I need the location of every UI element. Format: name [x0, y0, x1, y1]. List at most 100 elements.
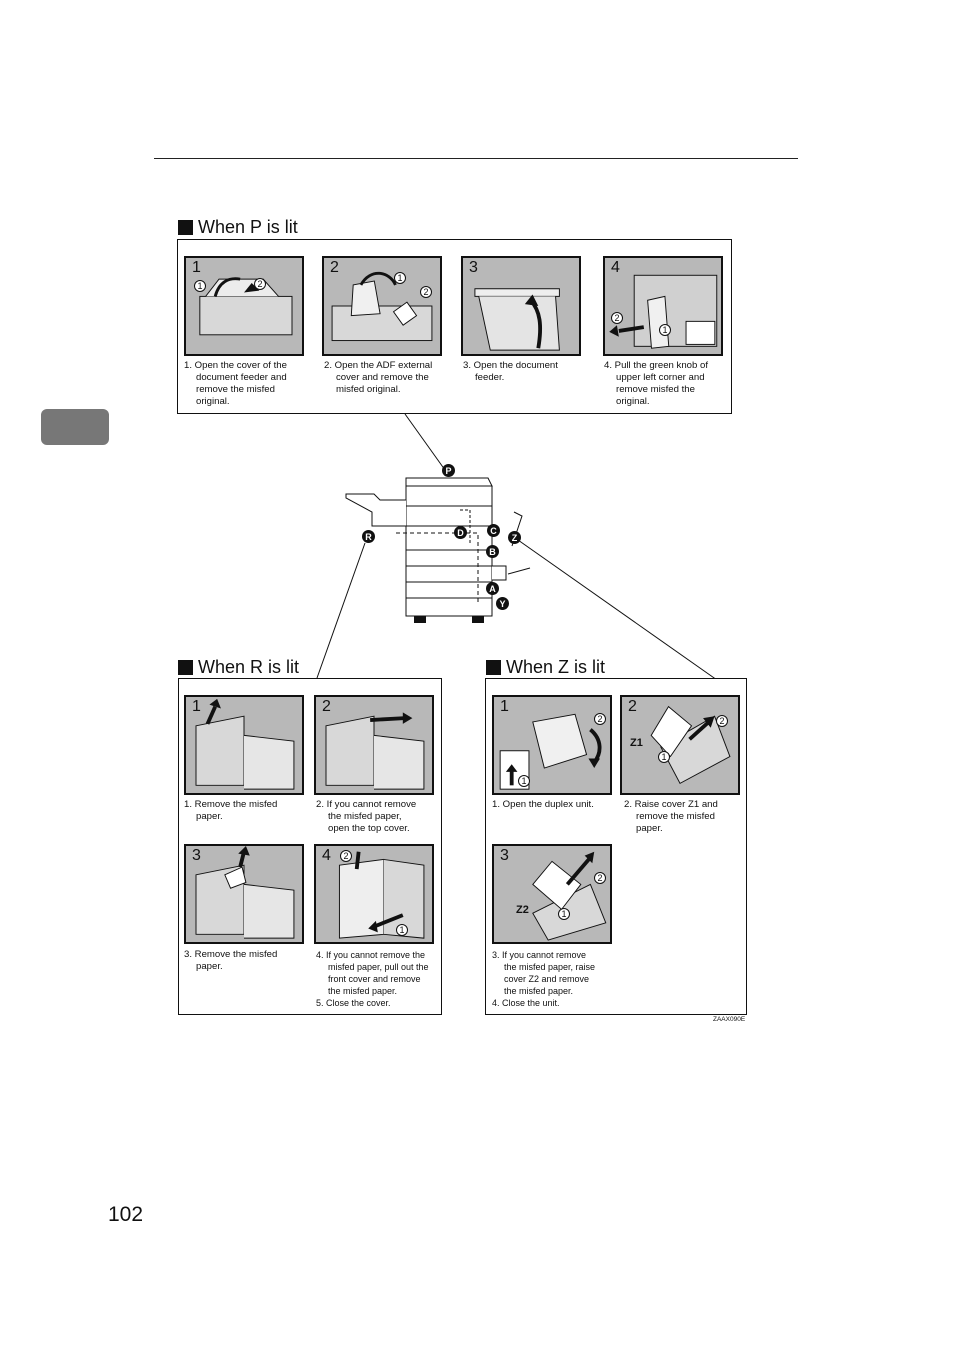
p-step-3-number: 3	[469, 259, 478, 276]
r-step-1-number: 1	[192, 698, 201, 715]
z-step-1-number: 1	[500, 698, 509, 715]
caption-line: the misfed paper.	[328, 986, 398, 996]
circled-1-icon: 1	[394, 272, 406, 284]
p-step-1-illustration: 1 1 2	[184, 256, 304, 356]
p-step-3-illustration: 3	[461, 256, 581, 356]
caption-line: 2. Raise cover Z1 and	[624, 799, 718, 810]
finisher-remove-paper-icon	[195, 846, 295, 939]
caption-line: cover Z2 and remove	[504, 974, 590, 984]
z-step-3-illustration: 3 Z2 2 1	[492, 844, 612, 944]
circled-1-icon: 1	[518, 775, 530, 787]
cover-z1-icon	[650, 705, 731, 785]
p-step-2-number: 2	[330, 259, 339, 276]
circled-2-icon: 2	[611, 312, 623, 324]
label-a-icon: A	[486, 582, 499, 595]
p-step-4-caption: 4. Pull the green knob of upper left cor…	[604, 360, 708, 408]
z-step-1-caption: 1. Open the duplex unit.	[492, 799, 594, 811]
r-step-3-caption: 3. Remove the misfed paper.	[184, 949, 277, 973]
caption-line: the misfed paper, raise	[504, 962, 596, 972]
heading-square-icon	[178, 220, 193, 235]
p-step-2-illustration: 2 1 2	[322, 256, 442, 356]
section-heading-r-text: When R is lit	[198, 657, 300, 677]
circled-2-icon: 2	[716, 715, 728, 727]
caption-line: 3. Remove the misfed	[184, 949, 278, 960]
r-step-1-illustration: 1	[184, 695, 304, 795]
caption-line: 5. Close the cover.	[316, 998, 391, 1008]
caption-line: 4. Close the unit.	[492, 998, 560, 1008]
z-step-2-illustration: 2 Z1 2 1	[620, 695, 740, 795]
caption-line: upper left corner and	[616, 372, 705, 383]
z-step-2-number: 2	[628, 698, 637, 715]
r-step-3-number: 3	[192, 847, 201, 864]
caption-line: 1. Remove the misfed	[184, 799, 278, 810]
caption-line: cover and remove the	[336, 372, 429, 383]
caption-line: feeder.	[475, 372, 505, 383]
finisher-top-cover-icon	[325, 712, 425, 790]
header-rule	[154, 158, 798, 159]
cover-z2-icon	[532, 851, 607, 941]
caption-line: document feeder and	[196, 372, 287, 383]
caption-line: 4. If you cannot remove the	[316, 950, 426, 960]
circled-2-icon: 2	[594, 872, 606, 884]
circled-2-icon: 2	[420, 286, 432, 298]
caption-line: the misfed paper.	[504, 986, 574, 996]
label-r-icon: R	[362, 530, 375, 543]
r-step-4-illustration: 4 2 1	[314, 844, 434, 944]
section-heading-p-text: When P is lit	[198, 217, 298, 237]
green-knob-icon	[609, 274, 718, 349]
caption-line: misfed original.	[336, 384, 401, 395]
label-b-icon: B	[486, 545, 499, 558]
circled-1-icon: 1	[659, 324, 671, 336]
z-step-3-caption: 3. If you cannot remove the misfed paper…	[492, 949, 595, 1009]
caption-line: misfed paper, pull out the	[328, 962, 429, 972]
p-step-3-caption: 3. Open the document feeder.	[463, 360, 558, 384]
caption-line: 1. Open the cover of the	[184, 360, 287, 371]
section-heading-z-text: When Z is lit	[506, 657, 606, 677]
circled-1-icon: 1	[396, 924, 408, 936]
caption-line: 2. Open the ADF external	[324, 360, 433, 371]
label-p-icon: P	[442, 464, 455, 477]
adf-external-cover-icon	[331, 271, 433, 342]
r-step-2-illustration: 2	[314, 695, 434, 795]
r-step-4-number: 4	[322, 847, 331, 864]
z-step-2-caption: 2. Raise cover Z1 and remove the misfed …	[624, 799, 718, 835]
r-step-2-caption: 2. If you cannot remove the misfed paper…	[316, 799, 416, 835]
duplex-unit-icon	[499, 713, 602, 790]
p-step-4-illustration: 4 2 1	[603, 256, 723, 356]
finisher-icon	[195, 698, 295, 790]
finisher-front-cover-icon	[338, 851, 425, 939]
caption-line: original.	[196, 396, 230, 407]
label-d-icon: D	[454, 526, 467, 539]
circled-1-icon: 1	[558, 908, 570, 920]
circled-2-icon: 2	[340, 850, 352, 862]
r-step-2-number: 2	[322, 698, 331, 715]
caption-line: open the top cover.	[328, 823, 410, 834]
label-y-icon: Y	[496, 597, 509, 610]
circled-1-icon: 1	[194, 280, 206, 292]
p-step-4-number: 4	[611, 259, 620, 276]
caption-line: original.	[616, 396, 650, 407]
caption-line: 2. If you cannot remove	[316, 799, 417, 810]
caption-line: remove the misfed	[196, 384, 275, 395]
p-step-1-number: 1	[192, 259, 201, 276]
caption-line: 3. Open the document	[463, 360, 558, 371]
caption-line: remove the misfed	[636, 811, 715, 822]
label-c-icon: C	[487, 524, 500, 537]
r-step-4-caption: 4. If you cannot remove the misfed paper…	[316, 949, 429, 1009]
circled-2-icon: 2	[254, 278, 266, 290]
document-feeder-open-icon	[474, 288, 560, 351]
z-step-3-number: 3	[500, 847, 509, 864]
caption-line: the misfed paper,	[328, 811, 402, 822]
chapter-thumb-tab	[41, 409, 109, 445]
section-heading-z: When Z is lit	[486, 657, 605, 678]
p-step-1-caption: 1. Open the cover of the document feeder…	[184, 360, 287, 408]
p-step-2-caption: 2. Open the ADF external cover and remov…	[324, 360, 432, 396]
section-heading-r: When R is lit	[178, 657, 299, 678]
caption-line: 3. If you cannot remove	[492, 950, 587, 960]
heading-square-icon	[178, 660, 193, 675]
circled-1-icon: 1	[658, 751, 670, 763]
r-step-1-caption: 1. Remove the misfed paper.	[184, 799, 277, 823]
label-z-icon: Z	[508, 531, 521, 544]
cover-z1-label: Z1	[630, 737, 643, 749]
